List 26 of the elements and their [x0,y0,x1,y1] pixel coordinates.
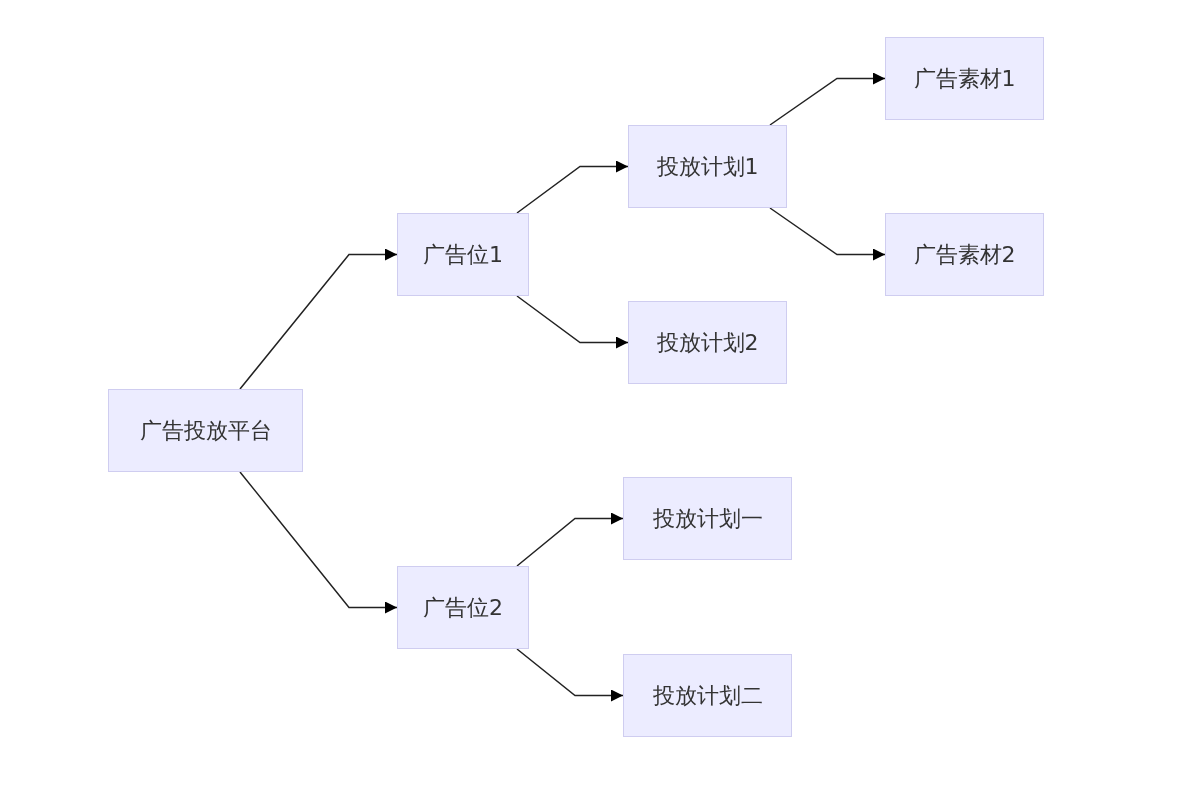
arrow [239,471,398,614]
node-label: 投放计划二 [652,682,763,710]
node-label: 广告位2 [423,594,503,622]
process-box [108,389,303,472]
arrow [516,295,629,349]
arrow [516,512,624,567]
process-box [885,213,1044,296]
process-box [628,125,787,208]
process-box [628,301,787,384]
arrow [769,207,886,261]
node-label: 广告素材2 [913,241,1016,269]
node-label: 投放计划2 [656,329,759,357]
node-label: 投放计划1 [656,153,759,181]
process-box [885,37,1044,120]
node-label: 广告素材1 [913,65,1016,93]
arrow [239,248,398,390]
process-box [623,477,792,560]
process-box [397,566,529,649]
arrow [769,72,886,126]
arrow [516,648,624,702]
process-box [397,213,529,296]
process-box [623,654,792,737]
node-label: 广告投放平台 [139,417,272,445]
node-label: 投放计划一 [652,505,763,533]
node-label: 广告位1 [423,241,503,269]
arrow [516,160,629,214]
